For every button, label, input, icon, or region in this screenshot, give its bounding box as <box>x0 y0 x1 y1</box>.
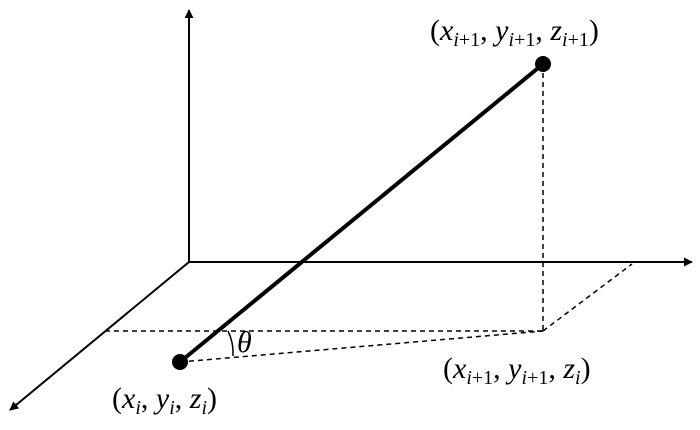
label-angle-theta: θ <box>237 326 252 359</box>
depth-axis <box>9 261 190 411</box>
point-bottom <box>172 354 188 370</box>
projection-line <box>179 330 544 363</box>
label-point-bottom: (xi, yi, zi) <box>112 382 217 419</box>
axes <box>9 9 693 411</box>
angle-arc <box>227 330 234 357</box>
label-point-top: (xi+1, yi+1, zi+1) <box>430 14 599 51</box>
segment-line <box>178 62 545 364</box>
point-top <box>535 56 551 72</box>
dashed-guides <box>105 64 633 363</box>
floor-line-diagonal <box>542 263 633 332</box>
label-point-mid: (xi+1, yi+1, zi) <box>443 352 591 389</box>
